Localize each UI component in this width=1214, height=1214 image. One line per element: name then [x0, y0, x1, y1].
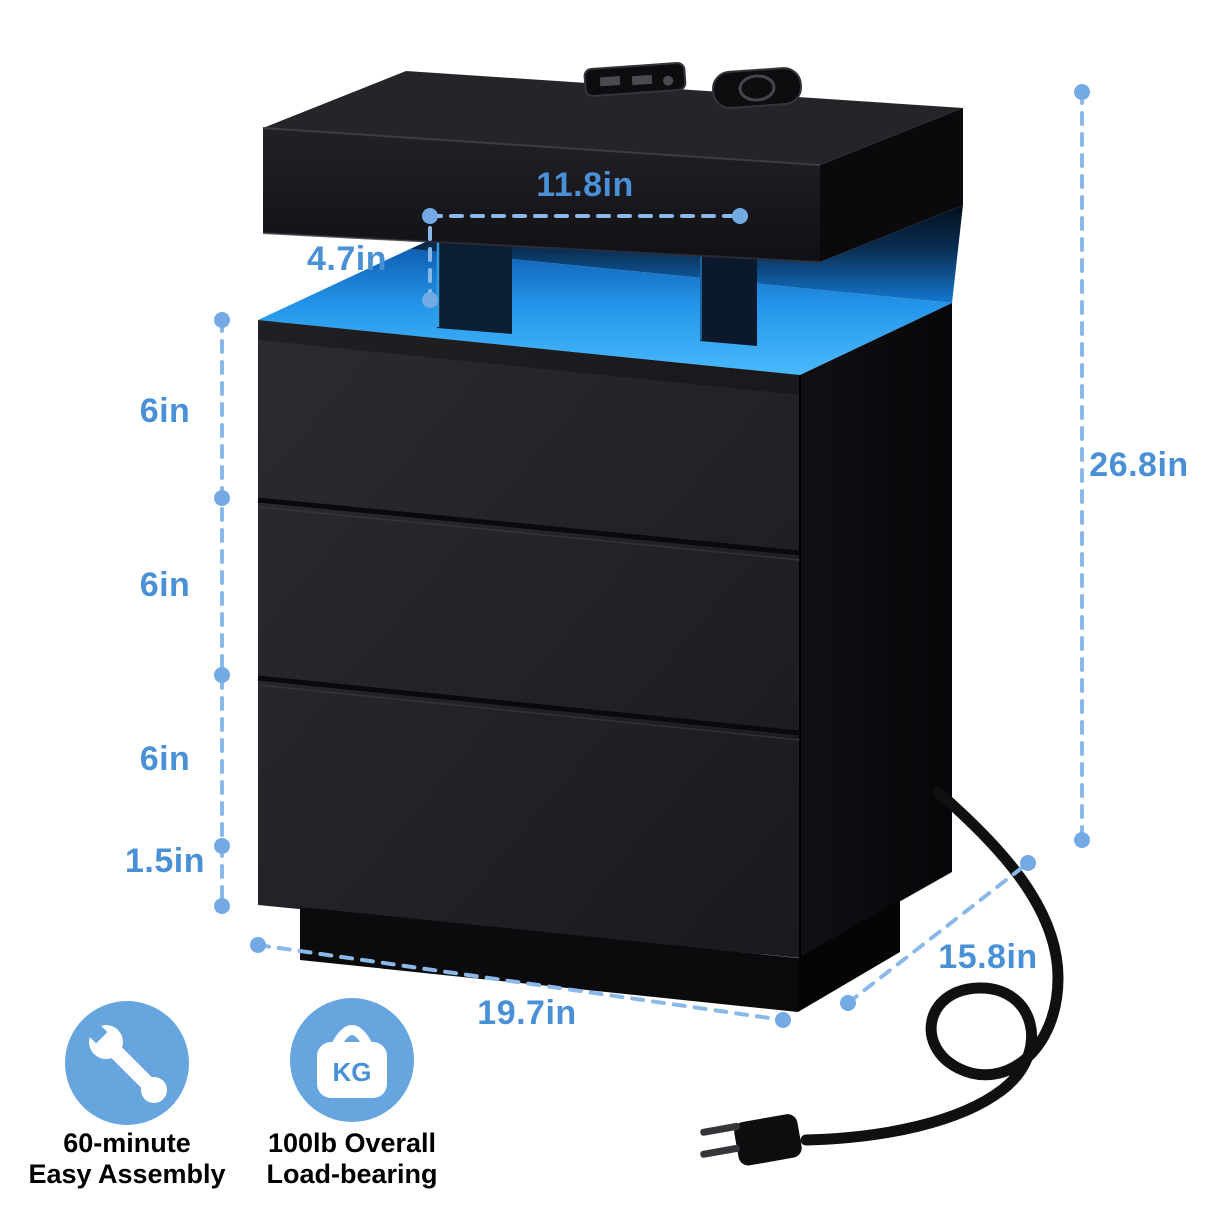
kg-label: KG	[333, 1057, 372, 1087]
drawer-separators	[257, 497, 801, 741]
support-panel-right	[700, 250, 757, 346]
dim-label-overall-width: 19.7in	[477, 994, 577, 1032]
base-plinth-side	[798, 900, 900, 1012]
assembly-caption-line2: Easy Assembly	[28, 1159, 226, 1189]
dim-label-overall-height: 26.8in	[1089, 446, 1189, 484]
power-plug	[700, 1114, 802, 1166]
dim-label-base-height: 1.5in	[125, 842, 205, 880]
load-caption: 100lb Overall Load-bearing	[237, 1128, 467, 1190]
wireless-charging-pad	[711, 67, 803, 109]
dim-label-depth: 15.8in	[938, 938, 1038, 976]
load-caption-line2: Load-bearing	[266, 1159, 438, 1189]
top-slab	[262, 71, 963, 263]
base-plinth-front	[300, 907, 798, 1012]
led-gap-glow	[410, 205, 963, 303]
cabinet-front-face	[258, 320, 800, 958]
dim-label-drawer2-height: 6in	[139, 566, 191, 604]
dim-line-depth	[846, 861, 1030, 1005]
dim-label-top-width: 11.8in	[536, 166, 634, 204]
load-badge: KG	[290, 998, 414, 1122]
dim-label-drawer3-height: 6in	[139, 740, 191, 778]
dim-label-gap-height: 4.7in	[307, 240, 387, 278]
dim-label-drawer1-height: 6in	[139, 392, 191, 430]
dim-line-overall-width	[256, 943, 785, 1022]
usb-ports	[583, 62, 687, 97]
assembly-caption-line1: 60-minute	[63, 1128, 191, 1158]
dimension-dots	[214, 84, 1090, 1028]
assembly-caption: 60-minute Easy Assembly	[12, 1128, 242, 1190]
power-cord	[800, 786, 1064, 1146]
wrench-icon	[80, 1016, 167, 1103]
support-panel-left	[436, 236, 512, 334]
cabinet-side-face	[800, 303, 952, 958]
cabinet-top-shadow	[258, 320, 800, 395]
kg-weight-icon: KG	[317, 1025, 387, 1098]
load-caption-line1: 100lb Overall	[267, 1128, 437, 1158]
dimension-lines	[220, 90, 1084, 1022]
assembly-badge	[65, 1001, 189, 1125]
